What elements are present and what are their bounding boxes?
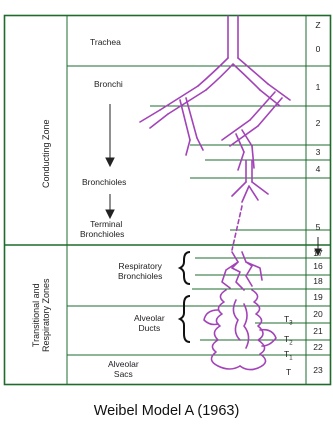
z-value: 22 xyxy=(306,342,330,352)
t1-subscript: 1 xyxy=(289,356,292,362)
generation-arrows xyxy=(106,104,321,255)
bronchioles-label: Bronchioles xyxy=(82,178,126,188)
respiratory-bronchioles-label: Respiratory Bronchioles xyxy=(118,262,162,282)
t2-subscript: 2 xyxy=(289,341,292,347)
alveolar-ducts-line2: Ducts xyxy=(134,324,165,334)
conducting-zone-label: Conducting Zone xyxy=(42,119,52,188)
t2-label: T2 xyxy=(284,335,293,348)
z-value: 1 xyxy=(306,82,330,92)
z-value: 20 xyxy=(306,309,330,319)
terminal-line2: Bronchioles xyxy=(80,230,124,240)
figure-caption: Weibel Model A (1963) xyxy=(0,403,333,419)
z-header: Z xyxy=(306,20,330,30)
z-value: 4 xyxy=(306,164,330,174)
z-value: 2 xyxy=(306,118,330,128)
z-value: 18 xyxy=(306,276,330,286)
z-value: 23 xyxy=(306,365,330,375)
t-label: T xyxy=(286,368,291,378)
z-value: 16 xyxy=(306,261,330,271)
transitional-zone-label: Transitional and Respiratory Zones xyxy=(32,278,52,352)
respiratory-line2: Bronchioles xyxy=(118,272,162,282)
t3-label: T3 xyxy=(284,315,293,328)
bronchi-label: Bronchi xyxy=(94,80,123,90)
z-value: 17 xyxy=(306,248,330,258)
trachea-label: Trachea xyxy=(90,38,121,48)
terminal-bronchioles-label: Terminal Bronchioles xyxy=(88,220,124,240)
z-value: 19 xyxy=(306,292,330,302)
braces xyxy=(180,252,190,342)
z-value: 3 xyxy=(306,147,330,157)
transitional-zone-line2: Respiratory Zones xyxy=(42,278,52,352)
diagram-frame xyxy=(4,16,331,385)
z-value: 5 xyxy=(306,222,330,232)
z-value: 21 xyxy=(306,326,330,336)
alveolar-sacs-label: Alveolar Sacs xyxy=(108,360,139,380)
t3-subscript: 3 xyxy=(289,321,292,327)
z-value: 0 xyxy=(306,44,330,54)
alveolar-ducts-label: Alveolar Ducts xyxy=(134,314,165,334)
alveolar-sacs-line2: Sacs xyxy=(108,370,139,380)
t1-label: T1 xyxy=(284,350,293,363)
